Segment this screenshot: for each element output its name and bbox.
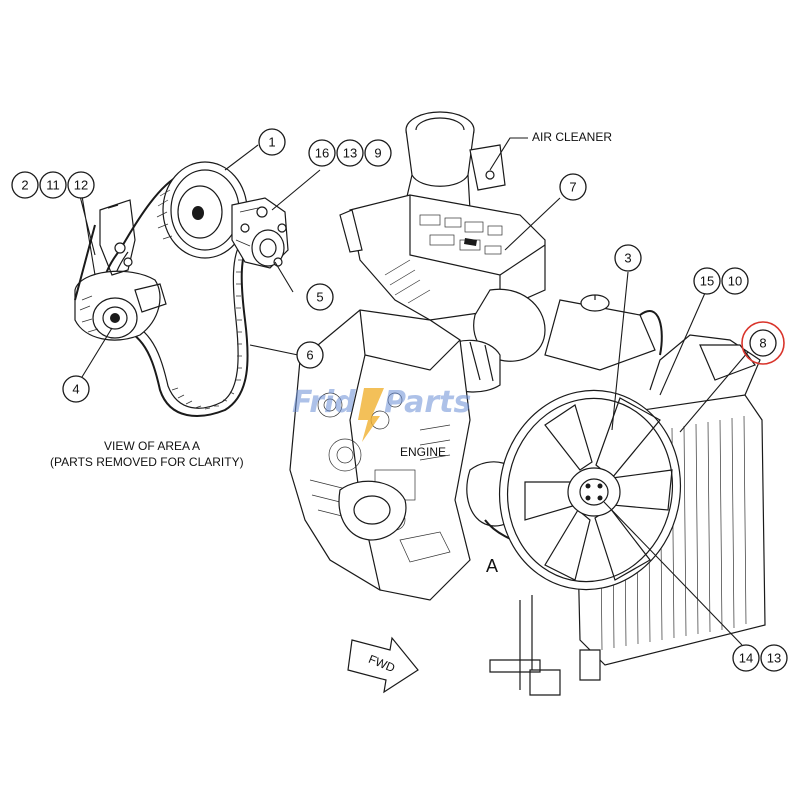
- callout-13-top: 13: [336, 139, 364, 167]
- callout-11: 11: [39, 171, 67, 199]
- callout-12: 12: [67, 171, 95, 199]
- engine-assembly: A ENGINE AIR CLEANER: [289, 111, 663, 601]
- svg-text:16: 16: [315, 146, 329, 161]
- cooling-fan: [498, 389, 682, 591]
- svg-text:14: 14: [739, 651, 753, 666]
- tensioner-pulley: [74, 270, 167, 341]
- area-a-marker: A: [486, 556, 498, 576]
- forward-arrow: FWD: [347, 636, 419, 694]
- callout-14: 14: [732, 644, 760, 672]
- callout-6: 6: [296, 341, 324, 369]
- svg-text:13: 13: [767, 651, 781, 666]
- svg-text:3: 3: [624, 251, 631, 266]
- view-label-line2: (PARTS REMOVED FOR CLARITY): [50, 455, 244, 469]
- callout-3: 3: [614, 244, 642, 272]
- callout-16: 16: [308, 139, 336, 167]
- intake-hose: [439, 288, 546, 393]
- callout-4: 4: [62, 375, 90, 403]
- callout-5: 5: [306, 283, 334, 311]
- svg-text:15: 15: [700, 274, 714, 289]
- callout-9: 9: [364, 139, 392, 167]
- air-cleaner-label: AIR CLEANER: [532, 130, 612, 144]
- callout-2: 2: [11, 171, 39, 199]
- callout-8-highlight-ring: [741, 321, 785, 365]
- coolant-tank: [544, 294, 663, 371]
- callout-10: 10: [721, 267, 749, 295]
- svg-text:1: 1: [268, 135, 275, 150]
- svg-text:9: 9: [374, 146, 381, 161]
- callout-1: 1: [258, 128, 286, 156]
- watermark: Frid Parts: [292, 385, 471, 442]
- svg-text:Parts: Parts: [384, 385, 471, 420]
- svg-text:12: 12: [74, 178, 88, 193]
- engine-label: ENGINE: [400, 445, 446, 459]
- svg-text:2: 2: [21, 178, 28, 193]
- callout-13-bottom: 13: [760, 644, 788, 672]
- detail-view-area-a: VIEW OF AREA A (PARTS REMOVED FOR CLARIT…: [50, 161, 289, 469]
- callout-leaders: [79, 144, 749, 646]
- svg-text:8: 8: [759, 336, 766, 351]
- svg-text:11: 11: [46, 178, 60, 193]
- svg-text:7: 7: [569, 180, 576, 195]
- water-pump-assembly: [231, 197, 289, 269]
- svg-text:13: 13: [343, 146, 357, 161]
- callout-15: 15: [693, 267, 721, 295]
- engine-block: [289, 309, 471, 601]
- svg-text:4: 4: [72, 382, 79, 397]
- svg-text:Frid: Frid: [292, 385, 356, 420]
- view-label-line1: VIEW OF AREA A: [104, 439, 200, 453]
- fan-hub: [567, 467, 621, 517]
- svg-text:5: 5: [316, 290, 323, 305]
- svg-text:6: 6: [306, 348, 313, 363]
- callout-7: 7: [559, 173, 587, 201]
- svg-text:10: 10: [728, 274, 742, 289]
- air-cleaner-duct: [404, 111, 506, 211]
- callout-8: 8: [749, 329, 777, 357]
